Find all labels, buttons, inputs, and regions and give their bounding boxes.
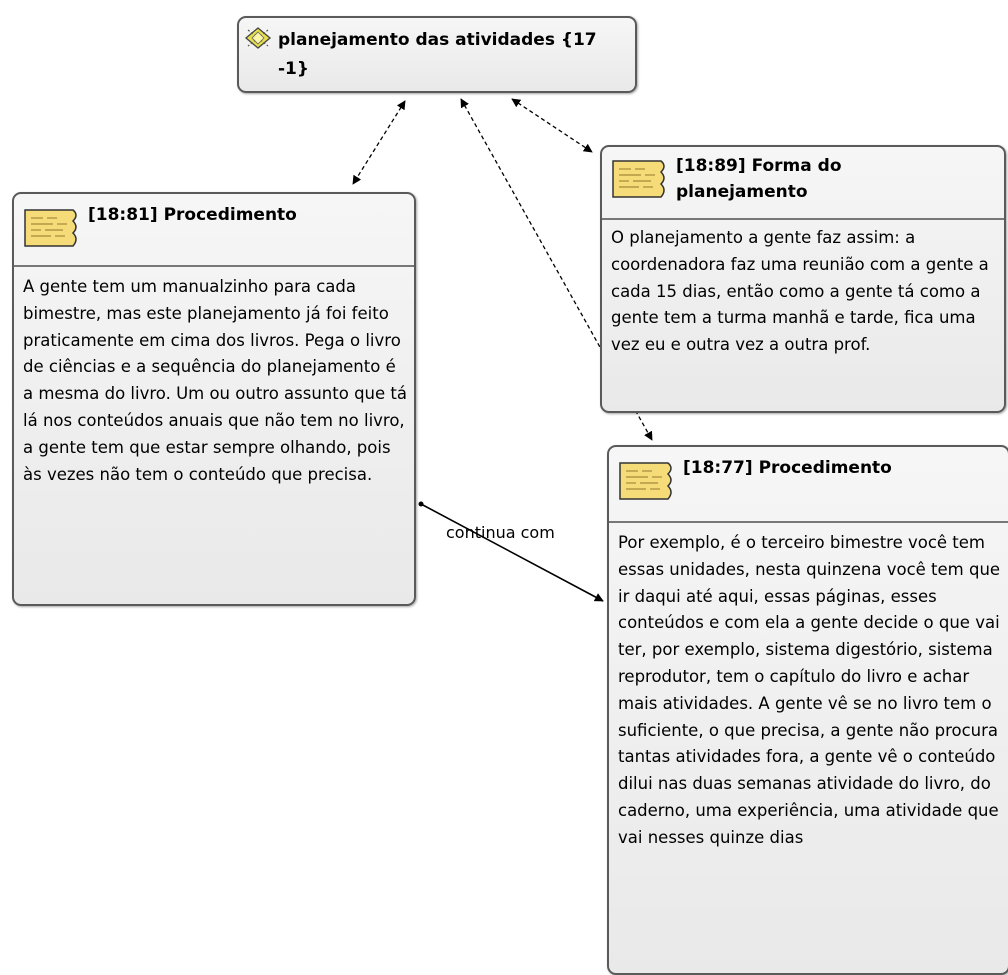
quotation-icon xyxy=(612,160,665,198)
quotation-text: A gente tem um manualzinho para cada bim… xyxy=(23,277,407,484)
quotation-icon xyxy=(619,462,672,500)
quotation-divider xyxy=(602,218,1004,220)
link-continua-com[interactable] xyxy=(420,503,604,602)
code-node[interactable]: planejamento das atividades {17 -1} xyxy=(237,16,637,93)
quotation-divider xyxy=(14,265,414,267)
link-continua-com-origin xyxy=(418,501,424,507)
quotation-divider xyxy=(609,521,1008,523)
quotation-icon xyxy=(24,209,77,247)
quotation-node-18-81[interactable]: [18:81] Procedimento A gente tem um manu… xyxy=(12,192,416,606)
code-icon xyxy=(244,27,272,49)
quotation-title: [18:81] Procedimento xyxy=(88,205,297,225)
link-code-to-quote-18-89[interactable] xyxy=(511,98,593,153)
quotation-text: O planejamento a gente faz assim: a coor… xyxy=(611,228,989,355)
link-code-to-quote-18-81[interactable] xyxy=(352,100,406,185)
code-title: planejamento das atividades {17 -1} xyxy=(278,30,597,79)
quotation-node-18-89[interactable]: [18:89] Forma do planejamento O planejam… xyxy=(600,145,1006,413)
quotation-title: [18:77] Procedimento xyxy=(683,458,892,478)
quotation-title: [18:89] Forma do planejamento xyxy=(676,156,842,202)
link-label-continua-com: continua com xyxy=(446,523,555,542)
quotation-text: Por exemplo, é o terceiro bimestre você … xyxy=(618,533,1001,847)
quotation-node-18-77[interactable]: [18:77] Procedimento Por exemplo, é o te… xyxy=(607,445,1008,975)
